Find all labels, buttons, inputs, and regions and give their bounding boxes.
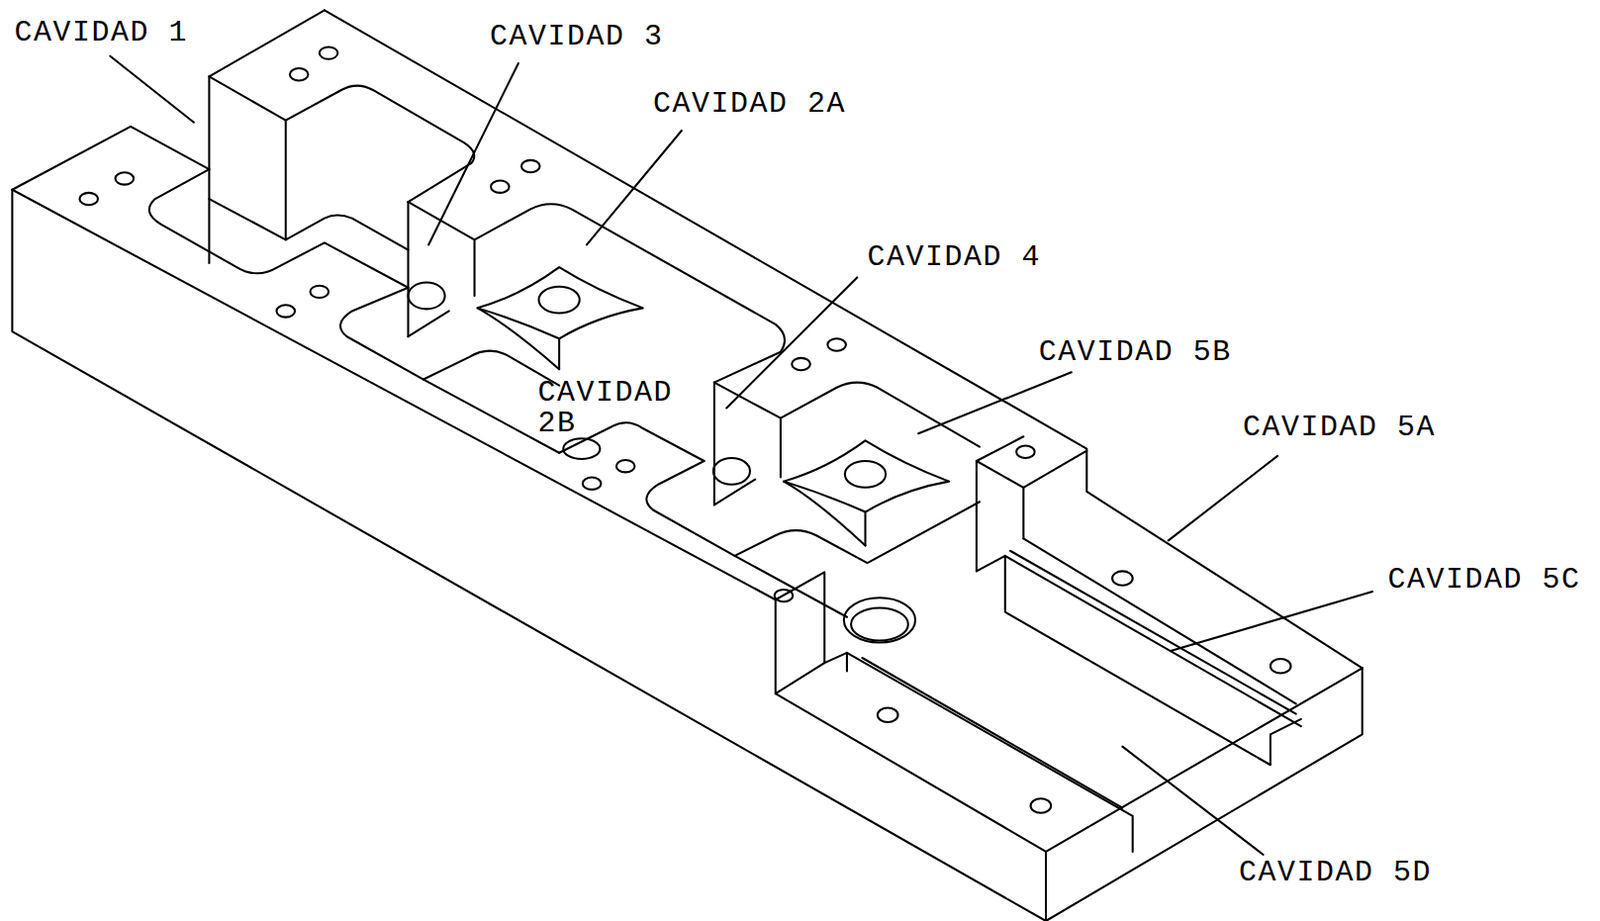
callout-label: CAVIDAD 5C [1388,564,1582,596]
callout-label: CAVIDAD 5D [1238,857,1432,889]
callout-label: CAVIDAD 1 [13,18,188,50]
callout-label: CAVIDAD 5B [1038,337,1232,369]
callout-label: CAVIDAD 2A [653,90,847,121]
callout-label: CAVIDAD 5A [1242,413,1436,445]
callout-label: CAVIDAD 3 [489,22,663,54]
callout-label: CAVIDAD 4 [867,242,1041,274]
callout-label: CAVIDAD 2B [537,378,680,441]
